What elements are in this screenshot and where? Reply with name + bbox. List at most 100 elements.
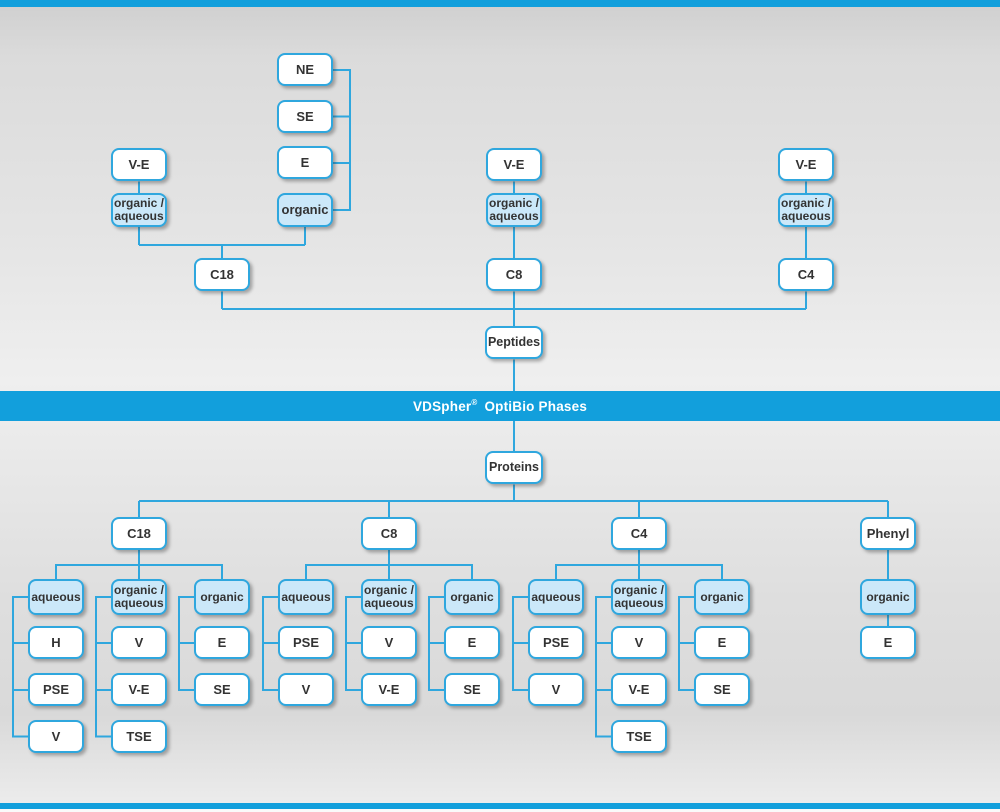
- node-c8-aqueous: aqueous: [278, 579, 334, 615]
- node-label: V: [51, 728, 61, 744]
- node-label: aqueous: [531, 589, 581, 604]
- node-label: organic: [866, 589, 910, 604]
- connector-proteins-root: [138, 421, 889, 517]
- node-c8-orgaq: organic / aqueous: [361, 579, 417, 615]
- node-label: aqueous: [364, 596, 414, 610]
- banner: VDSpher® OptiBio Phases: [0, 391, 1000, 421]
- node-c18-organic-se: SE: [194, 673, 250, 706]
- node-label: C18: [210, 266, 234, 282]
- node-label: C4: [630, 525, 648, 541]
- node-c8-aqueous-v: V: [278, 673, 334, 706]
- node-phenyl-organic-e: E: [860, 626, 916, 659]
- node-label: PSE: [542, 634, 569, 650]
- node-label: V: [384, 634, 394, 650]
- node-label: V-E: [128, 681, 150, 697]
- node-label: E: [300, 154, 310, 170]
- connector-proteins-c4-ladders: [512, 596, 694, 738]
- connector-proteins-c4-groups: [555, 550, 723, 579]
- node-c8-proteins: C8: [361, 517, 417, 550]
- node-label: aqueous: [781, 209, 831, 223]
- node-c4-organic: organic: [694, 579, 750, 615]
- node-ve-c4-peptides: V-E: [778, 148, 834, 181]
- node-label: E: [883, 634, 893, 650]
- node-c8-organic-e: E: [444, 626, 500, 659]
- node-e-top: E: [277, 146, 333, 179]
- node-c18-orgaq-tse: TSE: [111, 720, 167, 753]
- node-label: organic /: [780, 196, 831, 211]
- node-c18-orgaq-v: V: [111, 626, 167, 659]
- node-label: SE: [296, 108, 314, 124]
- banner-suffix: OptiBio Phases: [484, 398, 588, 414]
- node-c4-orgaq: organic / aqueous: [611, 579, 667, 615]
- node-label: aqueous: [614, 596, 664, 610]
- node-c18-aqueous-v: V: [28, 720, 84, 753]
- node-label: V-E: [128, 156, 150, 172]
- node-label: V-E: [795, 156, 817, 172]
- node-label: TSE: [126, 728, 152, 744]
- node-proteins: Proteins: [485, 451, 543, 484]
- node-ve-c18-peptides: V-E: [111, 148, 167, 181]
- node-c4-aqueous-v: V: [528, 673, 584, 706]
- node-label: V: [634, 634, 644, 650]
- node-label: V-E: [503, 156, 525, 172]
- node-c18-proteins: C18: [111, 517, 167, 550]
- node-label: C8: [505, 266, 523, 282]
- node-ne: NE: [277, 53, 333, 86]
- bottom-edge-strip: [0, 809, 1000, 812]
- node-label: organic: [450, 589, 494, 604]
- node-phenyl-organic: organic: [860, 579, 916, 615]
- node-label: Peptides: [487, 334, 541, 349]
- node-c8-orgaq-ve: V-E: [361, 673, 417, 706]
- node-c4-aqueous: aqueous: [528, 579, 584, 615]
- node-c18-peptides: C18: [194, 258, 250, 291]
- node-label: PSE: [292, 634, 319, 650]
- node-label: organic: [281, 202, 329, 218]
- node-label: Proteins: [488, 459, 539, 474]
- node-label: organic /: [113, 583, 164, 598]
- node-organic-top: organic: [277, 193, 333, 227]
- node-label: organic: [700, 589, 744, 604]
- node-label: TSE: [626, 728, 652, 744]
- node-c8-organic-se: SE: [444, 673, 500, 706]
- node-label: E: [467, 634, 477, 650]
- node-label: organic /: [488, 196, 539, 211]
- node-label: organic /: [113, 196, 164, 211]
- banner-brand: VDSpher: [412, 398, 472, 414]
- node-label: V: [551, 681, 561, 697]
- node-phenyl-proteins: Phenyl: [860, 517, 916, 550]
- node-orgaq-c18-peptides: organic / aqueous: [111, 193, 167, 227]
- registered-trademark-icon: ®: [471, 397, 478, 407]
- node-c4-orgaq-ve: V-E: [611, 673, 667, 706]
- node-label: SE: [213, 681, 231, 697]
- connector-proteins-c8-ladders: [262, 596, 444, 691]
- node-ve-c8-peptides: V-E: [486, 148, 542, 181]
- node-label: aqueous: [489, 209, 539, 223]
- node-c4-peptides: C4: [778, 258, 834, 291]
- node-c8-aqueous-pse: PSE: [278, 626, 334, 659]
- node-label: aqueous: [281, 589, 331, 604]
- bottom-accent-bar: [0, 803, 1000, 809]
- node-label: organic /: [613, 583, 664, 598]
- node-c4-organic-e: E: [694, 626, 750, 659]
- node-label: E: [217, 634, 227, 650]
- node-c8-peptides: C8: [486, 258, 542, 291]
- node-c4-orgaq-tse: TSE: [611, 720, 667, 753]
- node-c8-orgaq-v: V: [361, 626, 417, 659]
- node-c4-orgaq-v: V: [611, 626, 667, 659]
- node-label: aqueous: [114, 209, 164, 223]
- node-label: aqueous: [31, 589, 81, 604]
- node-label: C8: [380, 525, 398, 541]
- node-label: C18: [127, 525, 151, 541]
- node-c18-organic: organic: [194, 579, 250, 615]
- node-label: organic: [200, 589, 244, 604]
- node-c4-organic-se: SE: [694, 673, 750, 706]
- node-label: SE: [713, 681, 731, 697]
- node-se: SE: [277, 100, 333, 133]
- node-orgaq-c4-peptides: organic / aqueous: [778, 193, 834, 227]
- connector-organic-feed-ladder: [333, 69, 351, 211]
- node-c18-aqueous-pse: PSE: [28, 673, 84, 706]
- node-c18-orgaq-ve: V-E: [111, 673, 167, 706]
- node-label: V: [134, 634, 144, 650]
- top-accent-bar: [0, 0, 1000, 7]
